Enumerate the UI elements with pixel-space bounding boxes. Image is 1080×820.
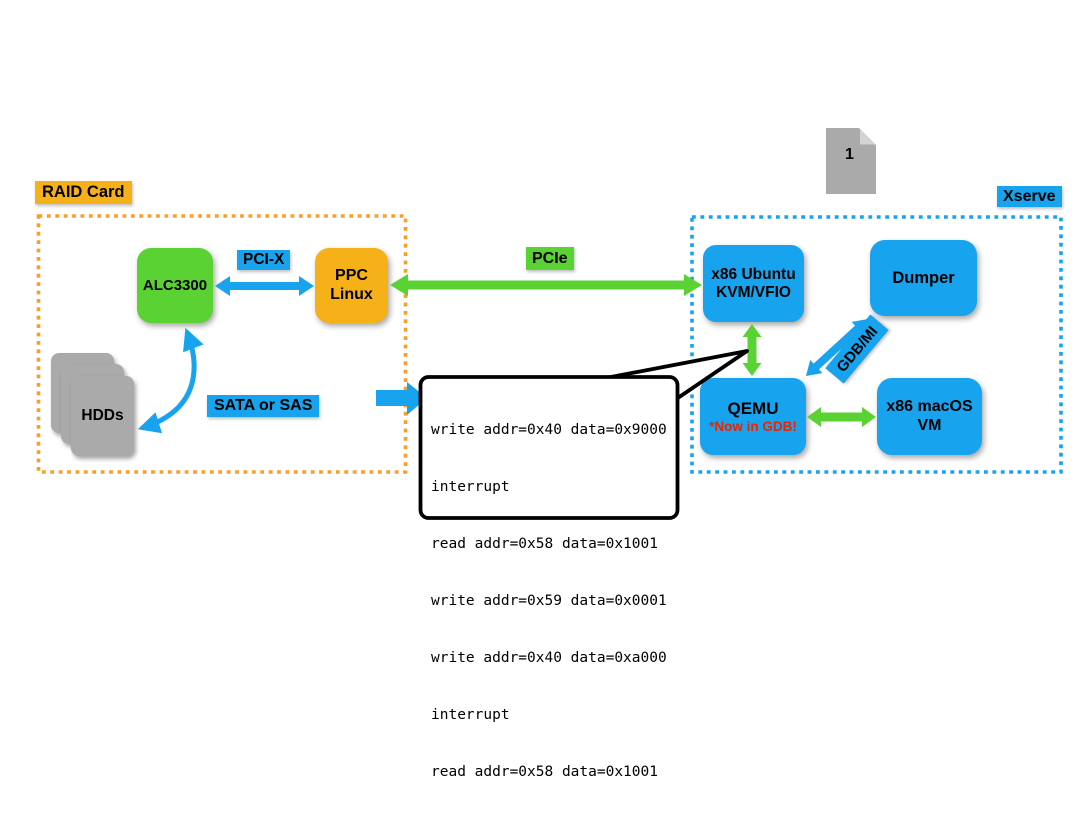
trace-pointer-arrow <box>376 382 427 415</box>
macos-label-line1: x86 macOS <box>886 398 973 416</box>
hdd-disk-front: HDDs <box>71 376 134 456</box>
connector-layer <box>36 128 1063 520</box>
trace-log-line: interrupt <box>431 479 510 495</box>
page-fold-corner-icon <box>860 129 876 145</box>
ppc-linux-label-line2: Linux <box>330 285 373 303</box>
trace-log: write addr=0x40 data=0x9000 interrupt re… <box>431 383 671 820</box>
ppc-linux-label-line1: PPC <box>335 267 368 285</box>
trace-log-line: write addr=0x40 data=0x9000 <box>431 422 667 438</box>
sata-sas-link-label: SATA or SAS <box>207 395 320 417</box>
qemu-macos-double-arrow <box>807 407 876 427</box>
qemu-node: QEMU *Now in GDB! <box>700 378 806 455</box>
pcie-double-arrow <box>390 274 702 296</box>
dumper-node: Dumper <box>870 240 977 316</box>
trace-bubble-body <box>418 375 680 520</box>
pci-x-double-arrow <box>215 276 314 296</box>
ubuntu-label-line1: x86 Ubuntu <box>711 265 796 283</box>
x86-ubuntu-kvm-vfio-node: x86 Ubuntu KVM/VFIO <box>703 245 804 322</box>
xserve-group-border <box>690 215 1063 474</box>
raid-card-group-border <box>36 214 408 474</box>
macos-label-line2: VM <box>917 416 942 434</box>
ppc-linux-node: PPC Linux <box>315 248 388 323</box>
ubuntu-qemu-double-arrow <box>742 324 762 376</box>
raid-card-group-label: RAID Card <box>35 181 132 204</box>
sata-curved-double-arrow <box>137 327 204 434</box>
qemu-gdb-note: *Now in GDB! <box>709 418 797 434</box>
x86-macos-vm-node: x86 macOS VM <box>877 378 982 455</box>
xserve-group-label: Xserve <box>997 186 1062 207</box>
ubuntu-label-line2: KVM/VFIO <box>716 283 791 301</box>
pcie-link-label: PCIe <box>526 247 574 270</box>
dumper-label: Dumper <box>892 268 955 287</box>
gdb-mi-double-arrow <box>806 319 868 376</box>
page-number: 1 <box>845 146 854 163</box>
trace-log-line: read addr=0x58 data=0x1001 <box>431 764 658 780</box>
trace-log-line: interrupt <box>431 707 510 723</box>
diagram-canvas: RAID Card Xserve ALC3300 PCI-X PPC Linux… <box>35 128 1063 780</box>
trace-log-line: read addr=0x58 data=0x1001 <box>431 536 658 552</box>
qemu-label: QEMU <box>727 398 779 418</box>
pci-x-bus-label: PCI-X <box>237 250 291 270</box>
alc3300-node: ALC3300 <box>137 248 213 323</box>
hdds-label: HDDs <box>81 407 124 424</box>
trace-log-line: write addr=0x59 data=0x0001 <box>431 593 667 609</box>
trace-log-line: write addr=0x40 data=0xa000 <box>431 650 667 666</box>
alc3300-label: ALC3300 <box>142 276 208 294</box>
